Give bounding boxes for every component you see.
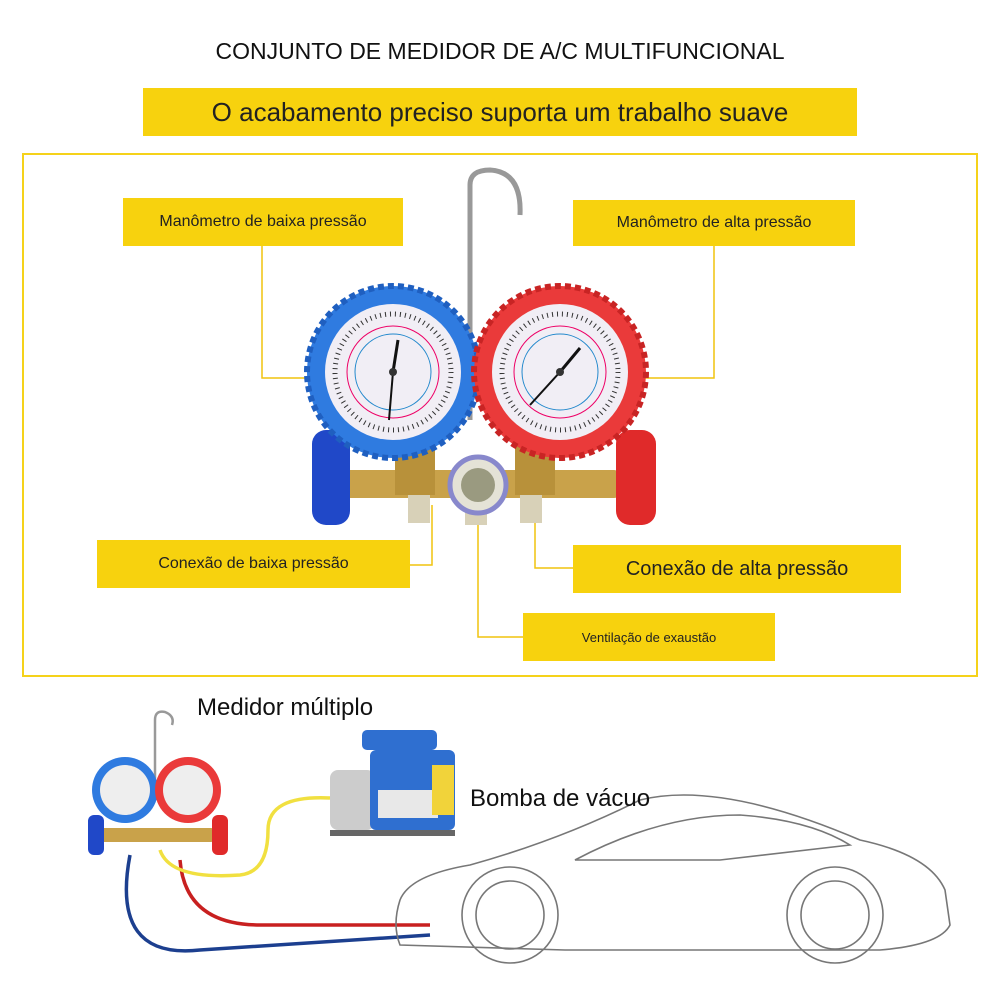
- label-low-gauge: Manômetro de baixa pressão: [123, 198, 403, 246]
- label-high-gauge: Manômetro de alta pressão: [573, 200, 855, 246]
- small-manifold: [88, 710, 228, 855]
- high-knob: [616, 430, 656, 525]
- manifold-label: Medidor múltiplo: [197, 694, 374, 721]
- pump-label: Bomba de vácuo: [470, 785, 651, 812]
- label-low-connection: Conexão de baixa pressão: [97, 540, 410, 588]
- label-exhaust: Ventilação de exaustão: [523, 613, 775, 661]
- yellow-hose: [158, 796, 331, 878]
- page-title: CONJUNTO DE MEDIDOR DE A/C MULTIFUNCIONA…: [215, 38, 785, 64]
- high-pressure-gauge: [471, 283, 649, 461]
- diagram-frame: [22, 153, 978, 677]
- label-high-connection: Conexão de alta pressão: [573, 545, 901, 593]
- car-outline: [395, 794, 951, 964]
- blue-hose: [124, 854, 431, 953]
- vacuum-pump: [330, 730, 455, 836]
- low-knob: [312, 430, 350, 525]
- hook-icon: [467, 167, 523, 420]
- banner: O acabamento preciso suporta um trabalho…: [143, 88, 857, 136]
- red-hose: [178, 859, 430, 927]
- low-pressure-gauge: [304, 283, 482, 461]
